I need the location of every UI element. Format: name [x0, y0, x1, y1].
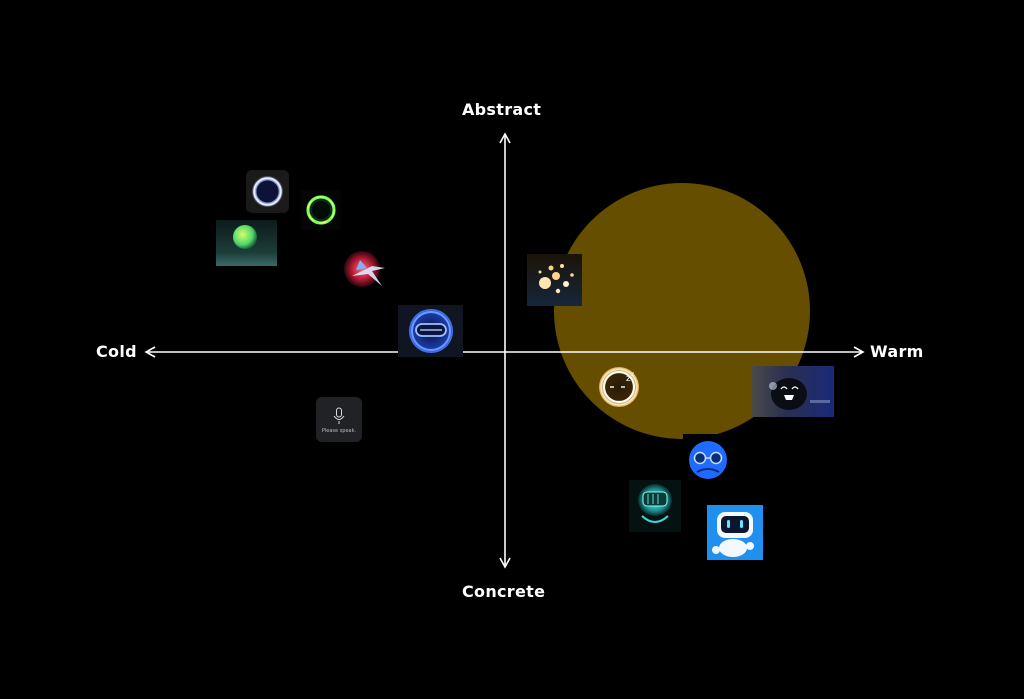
thumb-holo-robot-head-icon: [629, 480, 681, 532]
voice-prompt-text: Please speak.: [322, 428, 357, 434]
thumb-dark-creature-icon: [752, 366, 834, 417]
thumb-orb-ring-green-icon: [301, 190, 341, 230]
thumb-green-sphere-icon: [216, 220, 277, 266]
axis-label-left: Cold: [96, 342, 137, 361]
thumb-blue-glasses-face-icon: [683, 434, 735, 484]
thumb-red-star-orb-icon: [342, 247, 386, 291]
axis-label-bottom: Concrete: [462, 582, 545, 601]
thumb-white-robot-icon: [707, 505, 763, 560]
thumb-glowing-particles-icon: [527, 254, 582, 306]
thumb-voice-prompt-icon: Please speak.: [316, 397, 362, 442]
axis-label-top: Abstract: [462, 100, 541, 119]
thumb-blue-visor-orb-icon: [398, 305, 463, 357]
axis-label-right: Warm: [870, 342, 924, 361]
thumb-orb-ring-blue-icon: [246, 170, 289, 213]
thumb-sleepy-face-orb-icon: z z: [599, 367, 639, 407]
svg-text:z: z: [631, 371, 634, 378]
